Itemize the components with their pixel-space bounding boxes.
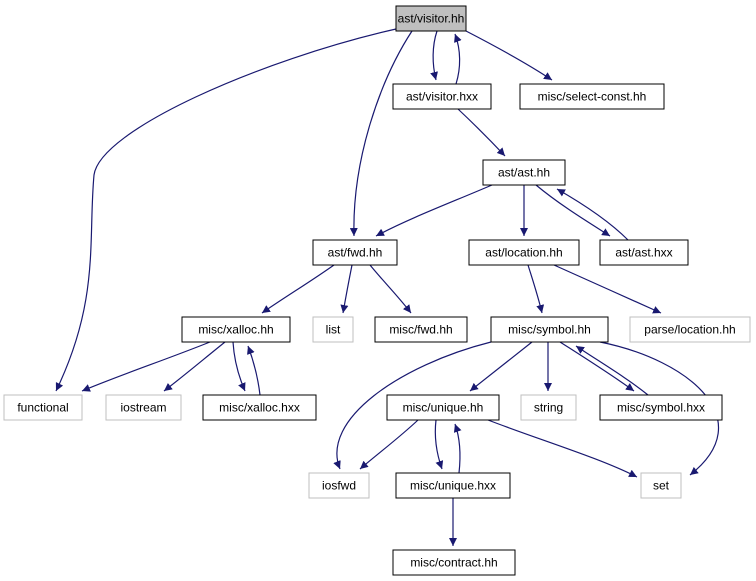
node-parse-location: parse/location.hh	[629, 316, 751, 343]
node-label: set	[653, 479, 670, 493]
node-box	[312, 239, 398, 266]
node-box	[395, 5, 467, 32]
nodes-layer: ast/visitor.hh ast/visitor.hxx misc/select…	[3, 5, 751, 576]
node-box	[386, 394, 500, 421]
edge-ast-hxx-to-ast-hh	[556, 188, 629, 241]
edge-unique-hh-to-unique-hxx	[434, 419, 444, 470]
node-label: list	[326, 323, 341, 337]
node-box	[3, 394, 83, 421]
node-box	[374, 316, 468, 343]
node-box	[392, 549, 516, 576]
node-box	[392, 83, 492, 110]
node-box	[599, 239, 689, 266]
edge-visitor-hxx-to-ast-hh	[457, 108, 506, 157]
edge-symbol-hh-to-symbol-hxx	[559, 341, 635, 392]
node-box	[629, 316, 751, 343]
edge-visitor-hh-to-visitor-hxx	[430, 30, 438, 81]
node-misc-fwd[interactable]: misc/fwd.hh	[374, 316, 468, 343]
node-label: string	[534, 401, 563, 415]
edge-xalloc-hxx-to-xalloc-hh	[247, 345, 261, 396]
node-visitor-hxx[interactable]: ast/visitor.hxx	[392, 83, 492, 110]
edge-visitor-hh-to-select-const	[465, 30, 553, 81]
edge-fwd-hh-to-misc-fwd	[369, 264, 412, 314]
node-label: misc/symbol.hh	[508, 323, 591, 337]
node-box	[395, 472, 511, 499]
node-label: misc/symbol.hxx	[617, 401, 705, 415]
node-label: iosfwd	[322, 479, 356, 493]
edge-ast-hh-to-ast-hxx	[535, 184, 611, 237]
edge-xalloc-hh-to-functional	[81, 341, 211, 392]
node-label: misc/unique.hh	[403, 401, 484, 415]
node-location-hh[interactable]: ast/location.hh	[468, 239, 580, 266]
node-label: ast/visitor.hh	[398, 12, 465, 26]
node-label: iostream	[120, 401, 166, 415]
node-symbol-hxx[interactable]: misc/symbol.hxx	[599, 394, 723, 421]
node-symbol-hh[interactable]: misc/symbol.hh	[490, 316, 609, 343]
edge-location-hh-to-parse-location	[553, 264, 662, 314]
node-label: misc/xalloc.hxx	[219, 401, 300, 415]
edge-unique-hh-to-iosfwd	[359, 419, 419, 470]
node-box	[308, 472, 370, 499]
edge-unique-hh-to-set	[487, 419, 638, 478]
node-iosfwd: iosfwd	[308, 472, 370, 499]
node-unique-hh[interactable]: misc/unique.hh	[386, 394, 500, 421]
node-box	[105, 394, 182, 421]
node-label: misc/contract.hh	[410, 556, 497, 570]
node-label: ast/visitor.hxx	[406, 90, 478, 104]
node-box	[599, 394, 723, 421]
node-contract-hh[interactable]: misc/contract.hh	[392, 549, 516, 576]
node-label: misc/unique.hxx	[410, 479, 496, 493]
node-ast-hxx[interactable]: ast/ast.hxx	[599, 239, 689, 266]
node-label: functional	[17, 401, 68, 415]
edge-fwd-hh-to-xalloc-hh	[261, 264, 335, 314]
node-box	[468, 239, 580, 266]
node-select-const[interactable]: misc/select-const.hh	[519, 83, 665, 110]
node-box	[202, 394, 317, 421]
edge-symbol-hxx-to-symbol-hh	[575, 345, 649, 396]
node-visitor-hh[interactable]: ast/visitor.hh	[395, 5, 467, 32]
node-label: misc/xalloc.hh	[198, 323, 273, 337]
node-string: string	[520, 394, 577, 421]
node-list: list	[312, 316, 354, 343]
node-functional: functional	[3, 394, 83, 421]
edge-unique-hxx-to-unique-hh	[453, 423, 462, 474]
node-xalloc-hxx[interactable]: misc/xalloc.hxx	[202, 394, 317, 421]
edge-xalloc-hh-to-iostream	[163, 341, 226, 392]
node-ast-hh[interactable]: ast/ast.hh	[482, 159, 566, 186]
node-label: ast/ast.hxx	[615, 246, 672, 260]
node-box	[520, 394, 577, 421]
node-box	[482, 159, 566, 186]
node-box	[312, 316, 354, 343]
node-label: ast/ast.hh	[498, 166, 550, 180]
node-box	[640, 472, 682, 499]
node-unique-hxx[interactable]: misc/unique.hxx	[395, 472, 511, 499]
node-set: set	[640, 472, 682, 499]
node-label: ast/fwd.hh	[328, 246, 383, 260]
edge-fwd-hh-to-list	[340, 264, 353, 314]
edge-visitor-hxx-to-visitor-hh	[454, 33, 462, 85]
node-box	[181, 316, 291, 343]
node-fwd-hh[interactable]: ast/fwd.hh	[312, 239, 398, 266]
node-box	[519, 83, 665, 110]
node-label: misc/fwd.hh	[389, 323, 452, 337]
edge-visitor-hh-to-fwd-hh	[349, 30, 413, 237]
node-label: ast/location.hh	[485, 246, 562, 260]
node-xalloc-hh[interactable]: misc/xalloc.hh	[181, 316, 291, 343]
edge-location-hh-to-symbol-hh	[527, 264, 545, 314]
node-iostream: iostream	[105, 394, 182, 421]
edge-xalloc-hh-to-xalloc-hxx	[232, 341, 246, 392]
edge-visitor-hh-to-functional	[55, 28, 397, 392]
edge-symbol-hh-to-unique-hh	[469, 341, 533, 392]
node-label: parse/location.hh	[644, 323, 735, 337]
edge-ast-hh-to-fwd-hh	[375, 184, 493, 237]
node-label: misc/select-const.hh	[538, 90, 647, 104]
edge-symbol-hh-to-iosfwd	[333, 341, 492, 470]
node-box	[490, 316, 609, 343]
